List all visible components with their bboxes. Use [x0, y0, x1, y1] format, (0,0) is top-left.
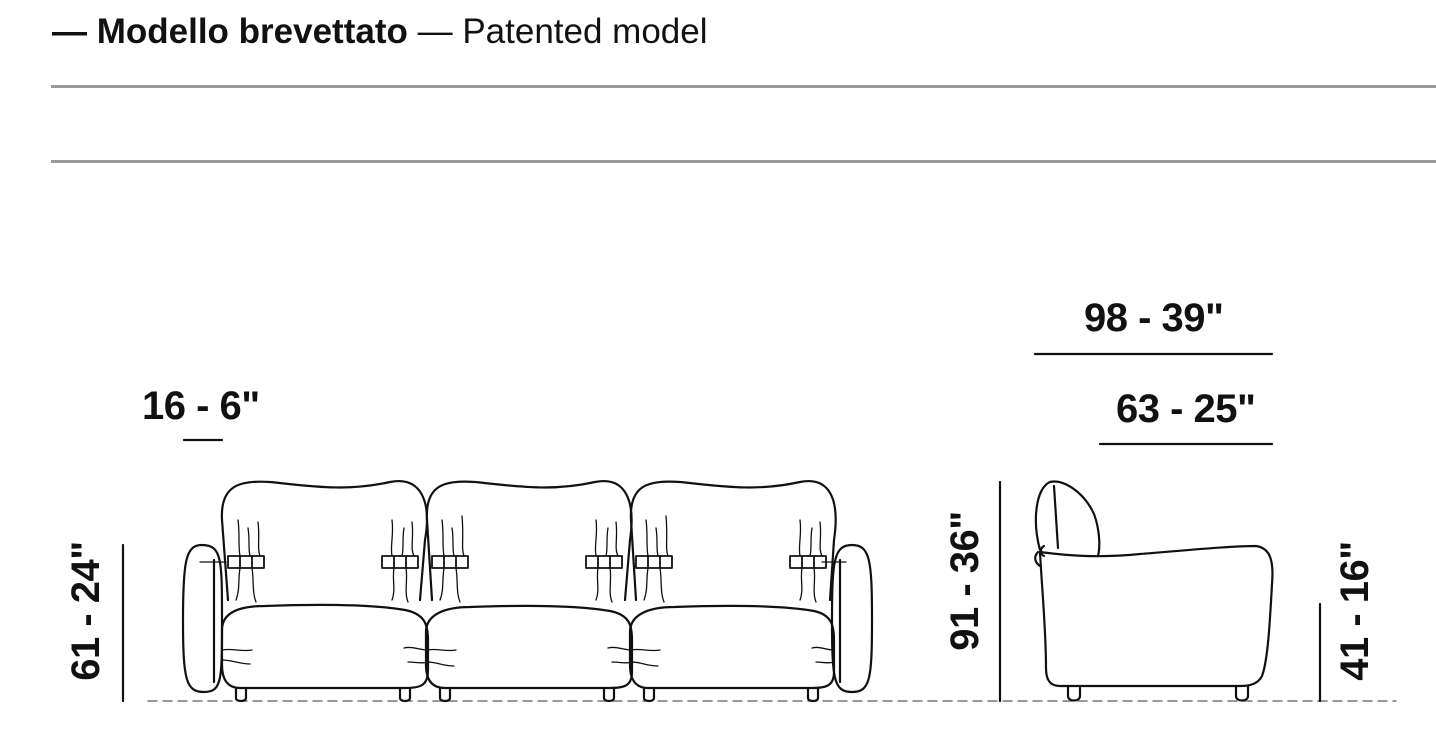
leg [806, 686, 820, 703]
fabric-creases [199, 515, 847, 667]
seat-cushion-left [220, 603, 430, 690]
back-cushion-right [629, 479, 837, 602]
back-cushion-center [425, 479, 633, 602]
arm-width-label: 16 - 6" [142, 384, 260, 428]
header-title-english: — Patented model [417, 12, 708, 51]
bottom-divider [51, 160, 1436, 163]
strap-buckles [227, 555, 827, 569]
leg [1234, 684, 1250, 702]
sofa-side-view [1034, 480, 1274, 702]
left-armrest [181, 543, 224, 694]
leg [1066, 684, 1082, 702]
leg [602, 686, 616, 703]
side-body [1038, 544, 1274, 688]
header-title-italian: — Modello brevettato [52, 12, 408, 51]
seat-depth-label: 63 - 25" [1116, 387, 1256, 431]
right-armrest [830, 543, 874, 694]
leg [438, 686, 452, 703]
total-depth-label: 98 - 39" [1084, 296, 1224, 340]
leg [234, 686, 248, 703]
side-back-cushion [1034, 480, 1101, 558]
front-height-label: 61 - 24" [64, 541, 108, 681]
side-height-label: 91 - 36" [943, 511, 987, 651]
leg [398, 686, 412, 703]
back-cushion-left [220, 479, 429, 602]
seat-cushion-right [628, 604, 836, 690]
seat-cushion-center [424, 604, 634, 690]
top-divider [51, 85, 1436, 88]
sofa-front-view [181, 479, 874, 703]
leg [642, 686, 656, 703]
seat-height-label: 41 - 16" [1333, 541, 1377, 681]
section-header: — Modello brevettato — Patented model [52, 10, 708, 54]
